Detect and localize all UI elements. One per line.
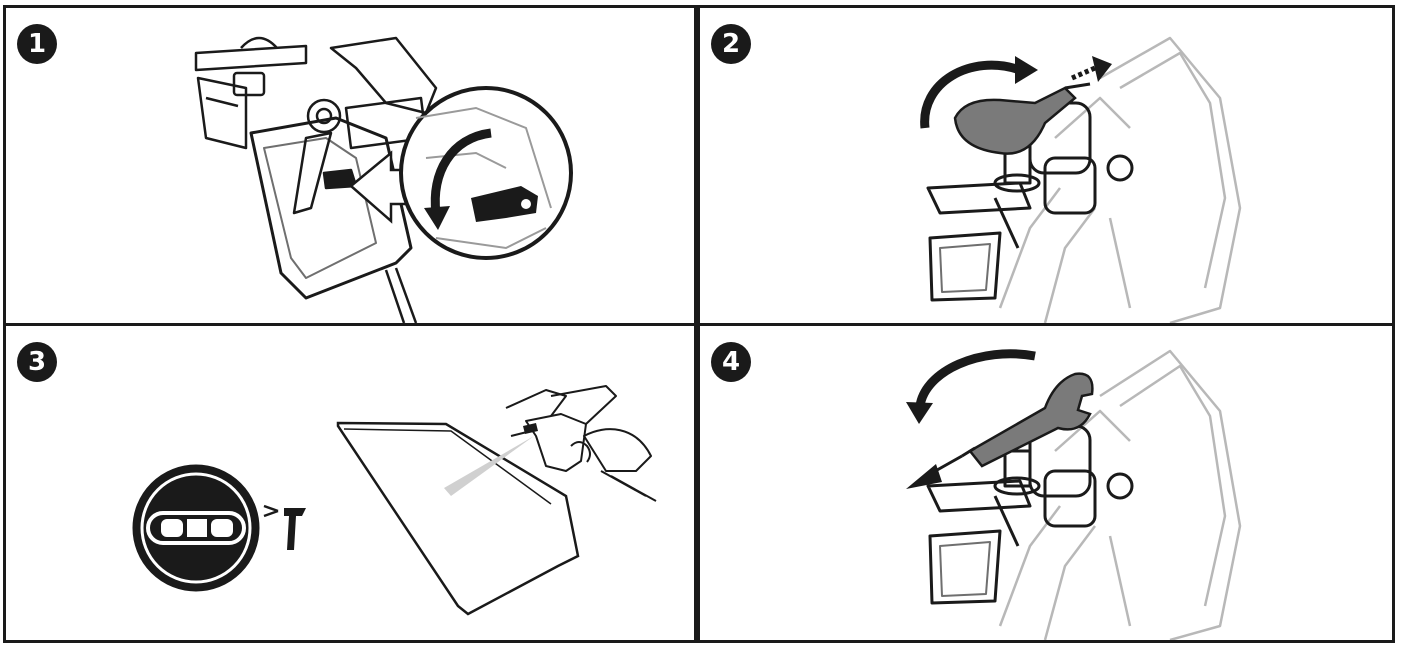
tip-insert-rotate-icon <box>700 326 1392 640</box>
tip-rotate-remove-icon <box>700 8 1392 323</box>
step-4-panel: 4 <box>697 323 1395 643</box>
step-3-panel: 3 <box>3 323 697 643</box>
step-2-panel: 2 <box>697 5 1395 326</box>
spray-test-icon <box>6 326 694 640</box>
pull-trigger-icon <box>264 506 306 550</box>
trigger-lock-engage-icon <box>6 8 694 323</box>
step-1-panel: 1 <box>3 5 697 326</box>
